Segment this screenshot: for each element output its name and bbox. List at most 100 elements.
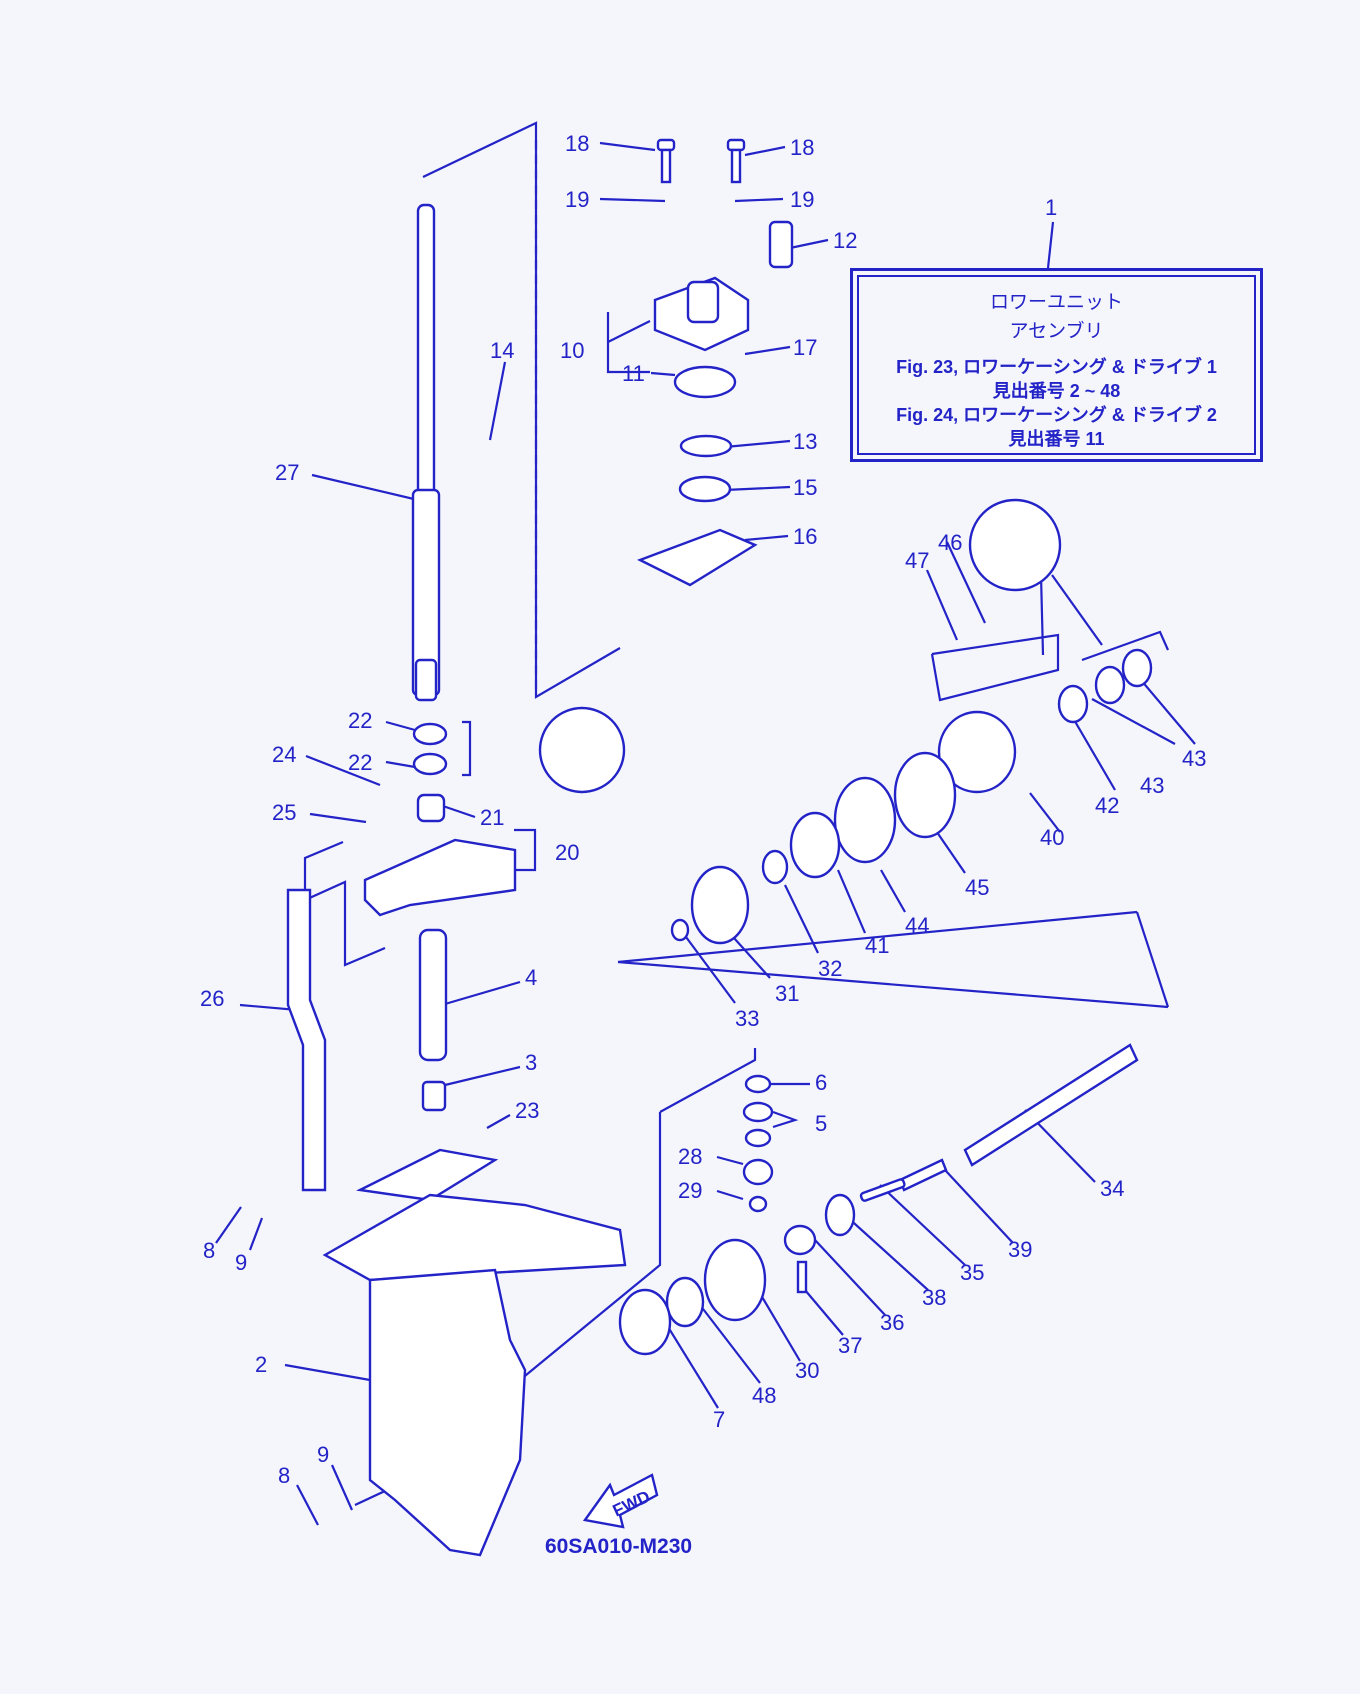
callout-4: 4 [525, 965, 537, 990]
callout-5: 5 [815, 1111, 827, 1136]
callout-24: 24 [272, 742, 296, 767]
callout-6: 6 [815, 1070, 827, 1095]
pump-base-20 [363, 838, 517, 917]
callout-16: 16 [793, 524, 817, 549]
callout-13: 13 [793, 429, 817, 454]
shim-32 [761, 849, 789, 885]
callout-37: 37 [838, 1333, 862, 1358]
pin-35 [859, 1178, 906, 1202]
grease-detail-circle [968, 498, 1062, 592]
callout-38: 38 [922, 1285, 946, 1310]
note-line-3: Fig. 23, ロワーケーシング & ドライブ 1 [896, 357, 1217, 377]
gasket-ring-15 [678, 475, 732, 503]
callout-17: 17 [793, 335, 817, 360]
callout-43b: 43 [1140, 773, 1164, 798]
callout-40: 40 [1040, 825, 1064, 850]
drive-shaft [411, 203, 441, 702]
fwd-arrow: FWD [582, 1473, 659, 1529]
callout-20: 20 [555, 840, 579, 865]
shim-33 [670, 918, 690, 942]
gear-30 [703, 1238, 767, 1322]
seal-43a [1094, 665, 1126, 705]
plate-16 [637, 528, 758, 587]
callout-35: 35 [960, 1260, 984, 1285]
lower-casing-2 [322, 1193, 627, 1557]
gasket-23 [356, 1148, 499, 1202]
callout-10: 10 [560, 338, 584, 363]
gear-31 [690, 865, 750, 945]
water-pump-housing [653, 220, 794, 352]
assembly-note-box: ロワーユニット アセンブリ Fig. 23, ロワーケーシング & ドライブ 1… [850, 268, 1263, 462]
callout-32: 32 [818, 956, 842, 981]
impeller-13 [679, 434, 733, 458]
propeller-shaft-34 [963, 1043, 1139, 1167]
callout-29: 29 [678, 1178, 702, 1203]
note-line-2: アセンブリ [1009, 321, 1104, 342]
bearing-7 [618, 1288, 672, 1356]
callout-11: 11 [622, 361, 645, 386]
note-line-5: Fig. 24, ロワーケーシング & ドライブ 2 [896, 405, 1217, 425]
sleeve-4 [418, 928, 448, 1062]
callout-47: 47 [905, 548, 929, 573]
callout-41: 41 [865, 933, 889, 958]
forward-gear-stack [742, 1074, 774, 1213]
callout-26: 26 [200, 986, 224, 1011]
seal-43b [1121, 648, 1153, 688]
callout-18b: 18 [790, 135, 814, 160]
o-ring-44 [833, 776, 897, 864]
bearing-housing-40 [937, 710, 1017, 794]
callout-31: 31 [775, 981, 799, 1006]
callout-30: 30 [795, 1358, 819, 1383]
callout-23: 23 [515, 1098, 539, 1123]
callout-3: 3 [525, 1050, 537, 1075]
callout-39: 39 [1008, 1237, 1032, 1262]
callout-28: 28 [678, 1144, 702, 1169]
callout-labels: 18 18 19 19 12 10 17 11 14 13 15 27 16 4… [200, 131, 1206, 1488]
sleeve-3 [421, 1080, 447, 1112]
callout-8b: 8 [278, 1463, 290, 1488]
callout-48: 48 [752, 1383, 776, 1408]
bolts-18 [656, 138, 746, 184]
callout-9a: 9 [235, 1250, 247, 1275]
callout-12: 12 [833, 228, 857, 253]
dog-clutch-36 [783, 1224, 817, 1256]
callout-19a: 19 [565, 187, 589, 212]
callout-22a: 22 [348, 708, 372, 733]
callout-46: 46 [938, 530, 962, 555]
callout-7: 7 [713, 1407, 725, 1432]
diagram-reference-code: 60SA010-M230 [545, 1535, 693, 1558]
callout-45: 45 [965, 875, 989, 900]
shift-rod [286, 888, 327, 1192]
callout-22b: 22 [348, 750, 372, 775]
callout-1-leader [1046, 221, 1055, 269]
note-line-6: 見出番号 11 [1008, 429, 1105, 449]
callout-42: 42 [1095, 793, 1119, 818]
callout-15: 15 [793, 475, 817, 500]
callout-2: 2 [255, 1352, 267, 1377]
callout-21: 21 [480, 805, 504, 830]
ring-38 [824, 1193, 856, 1237]
bush-42 [1057, 684, 1089, 724]
callout-1: 1 [1045, 195, 1057, 220]
callout-18a: 18 [565, 131, 589, 156]
note-line-4: 見出番号 2 ~ 48 [992, 381, 1121, 401]
callout-14: 14 [490, 338, 514, 363]
callout-43a: 43 [1182, 746, 1206, 771]
o-ring-45 [893, 751, 957, 839]
shim-48 [665, 1276, 705, 1328]
bearings-22 [412, 722, 448, 776]
callout-27: 27 [275, 460, 299, 485]
pin-37 [796, 1260, 808, 1294]
note-line-1: ロワーユニット [989, 292, 1123, 313]
impeller-insert-11 [673, 365, 737, 399]
callout-19b: 19 [790, 187, 814, 212]
callout-44: 44 [905, 913, 929, 938]
callout-8a: 8 [203, 1238, 215, 1263]
callout-33: 33 [735, 1006, 759, 1031]
callout-34: 34 [1100, 1176, 1124, 1201]
callout-25: 25 [272, 800, 296, 825]
callout-9b: 9 [317, 1442, 329, 1467]
seal-detail-circle [538, 706, 626, 794]
